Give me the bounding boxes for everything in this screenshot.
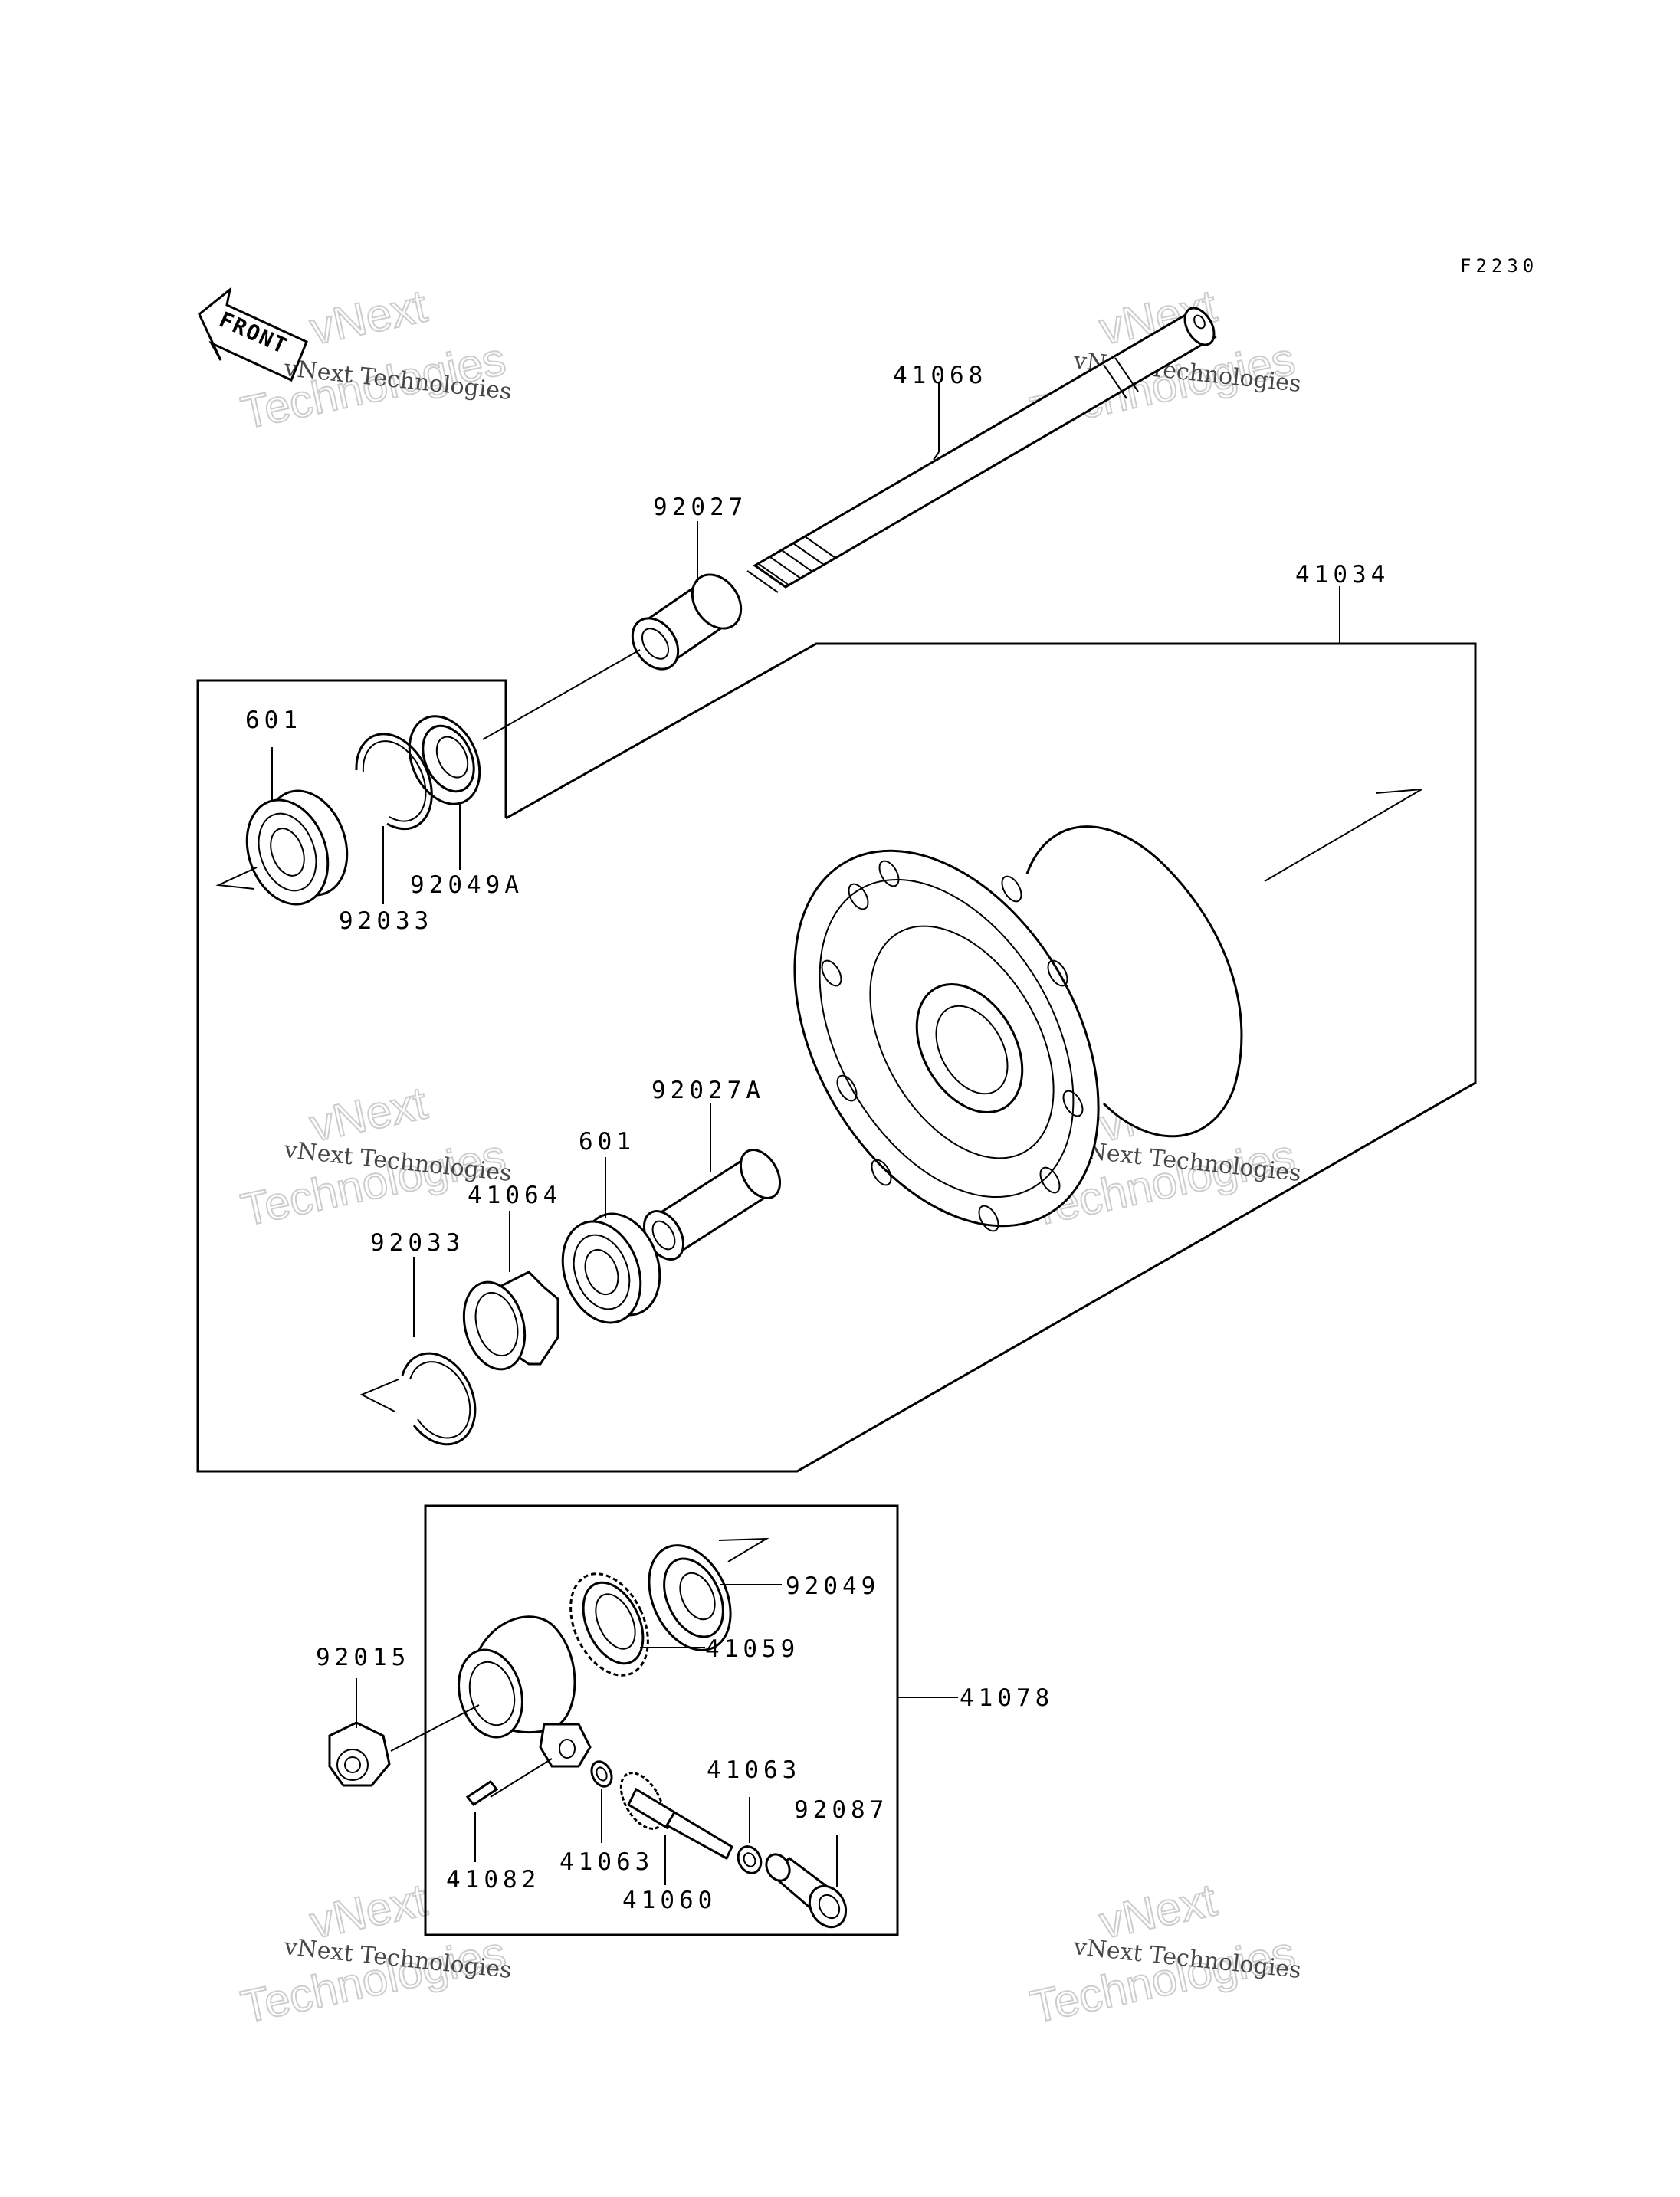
axis-bearing-upper — [215, 867, 258, 890]
label-nut: 92015 — [316, 1644, 410, 1671]
diagram-code: F2230 — [1460, 255, 1538, 277]
bearing-upper — [245, 789, 349, 906]
bearing-lower — [561, 1212, 661, 1324]
seal-upper — [408, 715, 481, 805]
gear-housing — [458, 1615, 592, 1768]
label-hub: 41034 — [1295, 561, 1390, 589]
watermark-bottom-right: vNext Technologies vNext Technologies — [1025, 1873, 1302, 2033]
seal-gear — [648, 1544, 732, 1651]
svg-text:vNext: vNext — [306, 280, 431, 354]
pinion — [619, 1772, 733, 1861]
axle — [746, 307, 1217, 593]
watermark-mid-left: vNext Technologies vNext Technologies — [236, 1076, 513, 1236]
axis-circlip-lower — [359, 1379, 399, 1412]
axis-collar-seal — [482, 649, 641, 740]
label-washer-right: 41063 — [707, 1756, 801, 1784]
circlip-lower — [401, 1352, 477, 1446]
hub-bolt-holes — [821, 860, 1084, 1232]
gear-holder — [462, 1271, 559, 1371]
axis-hub — [1264, 789, 1422, 882]
label-gear-assy: 41078 — [960, 1684, 1054, 1712]
label-bearing-lower: 601 — [579, 1128, 635, 1156]
label-washer-left: 41063 — [559, 1848, 654, 1876]
label-axle: 41068 — [893, 362, 987, 389]
axis-nut — [390, 1704, 480, 1752]
label-gear: 41059 — [705, 1635, 799, 1663]
collar — [631, 573, 743, 671]
bushing — [765, 1853, 848, 1929]
label-collar: 92027 — [653, 494, 747, 521]
gear-group-outline — [424, 1504, 899, 1936]
label-pin: 41082 — [446, 1866, 540, 1894]
collar-inner — [642, 1149, 782, 1261]
leader-axle-tip — [933, 451, 940, 461]
label-gear-holder: 41064 — [468, 1182, 562, 1209]
pin — [465, 1779, 499, 1807]
watermark-bottom-left: vNext Technologies vNext Technologies — [236, 1873, 513, 2033]
axis-seal-gear — [718, 1537, 769, 1562]
label-circlip-lower: 92033 — [370, 1229, 464, 1257]
label-seal-gear: 92049 — [786, 1572, 880, 1600]
label-bearing-upper: 601 — [245, 707, 302, 734]
axis-pin — [490, 1758, 553, 1798]
label-circlip-upper: 92033 — [339, 907, 433, 935]
gear — [569, 1572, 649, 1677]
label-seal-upper: 92049A — [410, 871, 523, 899]
washer-right — [737, 1845, 763, 1874]
label-pinion: 41060 — [622, 1887, 717, 1914]
washer-left — [590, 1760, 613, 1788]
label-collar-inner: 92027A — [651, 1077, 765, 1104]
wheel-hub — [793, 825, 1243, 1232]
hub-group-outline — [196, 642, 1477, 1473]
label-bushing: 92087 — [794, 1796, 888, 1824]
nut — [328, 1721, 391, 1787]
circlip-upper — [355, 733, 433, 831]
